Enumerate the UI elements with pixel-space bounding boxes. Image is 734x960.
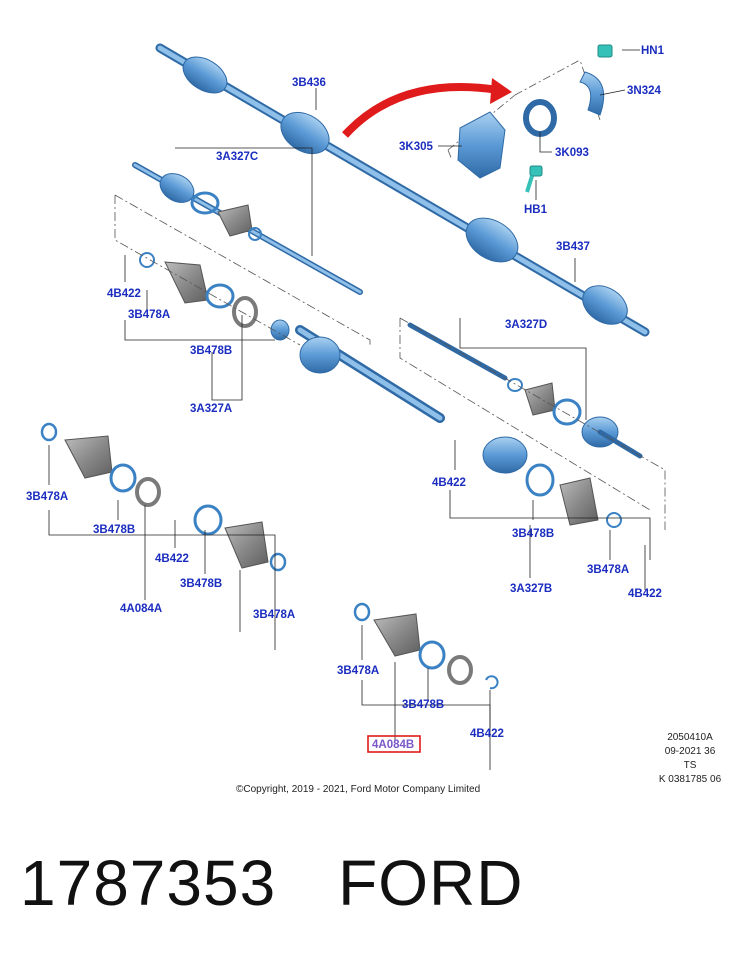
callout-4b422: 4B422: [628, 588, 662, 600]
callout-3b478b: 3B478B: [402, 699, 444, 711]
callout-3b436: 3B436: [292, 77, 326, 89]
callout-3b478a: 3B478A: [128, 309, 170, 321]
callout-3b478b: 3B478B: [180, 578, 222, 590]
callout-4b422: 4B422: [107, 288, 141, 300]
exploded-parts-diagram: HN1 3N324 3B436 3K305 3K093 HB1 3A327C 3…: [26, 43, 722, 795]
drawing-meta: 2050410A 09-2021 36 TS K 0381785 06: [659, 732, 722, 785]
callout-3n324: 3N324: [627, 85, 661, 97]
fastener-bolt-hn1: [597, 44, 613, 58]
callout-3b478a: 3B478A: [337, 665, 379, 677]
callout-3a327c: 3A327C: [216, 151, 258, 163]
callout-4a084a: 4A084A: [120, 603, 162, 615]
callout-3b478b: 3B478B: [93, 524, 135, 536]
callout-3b478b: 3B478B: [512, 528, 554, 540]
repair-kit-4a084b: [353, 602, 499, 690]
callout-3b437: 3B437: [556, 241, 590, 253]
repair-kit-4a084a: [40, 422, 287, 572]
part-number: 1787353: [20, 847, 277, 919]
right-exploded-shaft: [407, 322, 643, 528]
callout-3b478a: 3B478A: [26, 491, 68, 503]
callout-4b422: 4B422: [470, 728, 504, 740]
callout-3b478a: 3B478A: [253, 609, 295, 621]
drawing-ref: K 0381785 06: [659, 774, 722, 785]
callout-hb1: HB1: [524, 204, 548, 216]
fastener-bolt-hb1: [525, 165, 543, 193]
part-caption: 1787353 FORD: [20, 838, 523, 928]
copyright-text: ©Copyright, 2019 - 2021, Ford Motor Comp…: [236, 784, 480, 795]
callout-3a327a: 3A327A: [190, 403, 232, 415]
callout-3a327d: 3A327D: [505, 319, 547, 331]
callout-3b478a: 3B478A: [587, 564, 629, 576]
section-boundaries: [114, 194, 666, 530]
drawing-date: 09-2021 36: [665, 746, 716, 757]
left-exploded-shaft: [132, 162, 445, 423]
callout-3a327b: 3A327B: [510, 583, 552, 595]
callout-4a084b: 4A084B: [372, 739, 414, 751]
callout-4b422: 4B422: [432, 477, 466, 489]
callout-3k305: 3K305: [399, 141, 433, 153]
callout-3k093: 3K093: [555, 147, 589, 159]
drawing-code: 2050410A: [667, 732, 713, 743]
drive-shaft-assembly: [155, 43, 650, 337]
highlight-box-4a084b: [367, 735, 421, 753]
callout-hn1: HN1: [641, 45, 665, 57]
callout-3b478b: 3B478B: [190, 345, 232, 357]
callout-4b422: 4B422: [155, 553, 189, 565]
drawing-ts: TS: [684, 760, 697, 771]
brand-name: FORD: [338, 847, 524, 919]
detail-arrow-head: [490, 78, 512, 104]
leader-lines: [48, 49, 651, 770]
callout-labels: HN1 3N324 3B436 3K305 3K093 HB1 3A327C 3…: [26, 45, 665, 753]
detail-arrow: [342, 83, 499, 138]
